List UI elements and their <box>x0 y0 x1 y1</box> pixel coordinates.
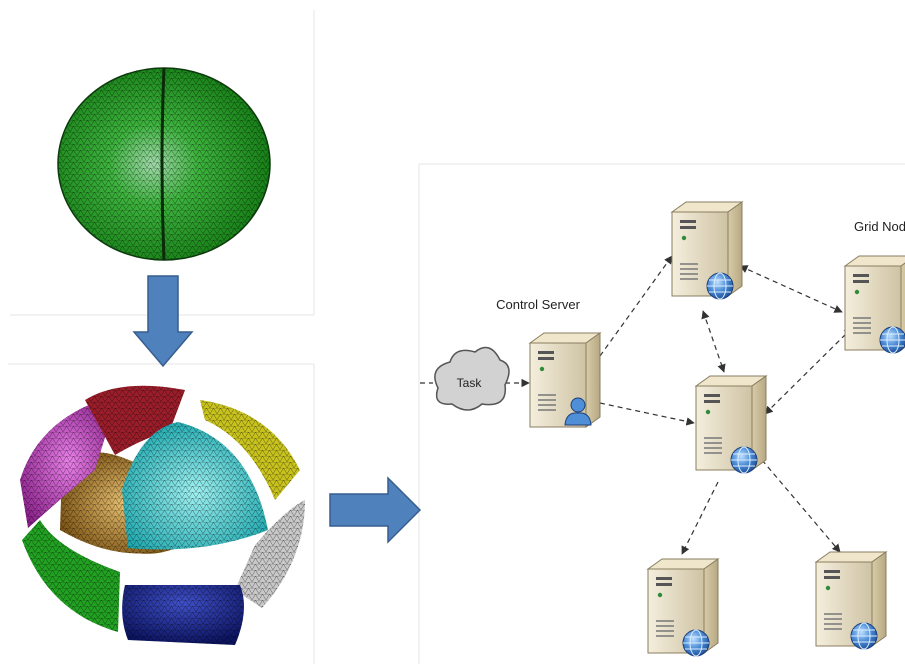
grid-node-bottom-right <box>815 551 887 650</box>
task-cloud-icon <box>434 346 510 411</box>
control-server-label: Control Server <box>496 297 580 312</box>
grid-node-label: Grid Node <box>854 219 905 234</box>
grid-node-center <box>695 375 767 474</box>
globe-icon <box>706 272 734 300</box>
control-server-node <box>529 332 601 428</box>
globe-icon <box>850 622 878 650</box>
network-links <box>420 255 853 555</box>
globe-icon <box>730 446 758 474</box>
grid-node-top <box>671 201 743 300</box>
grid-node-right <box>844 255 905 354</box>
meshed-sphere-icon <box>57 67 271 261</box>
globe-icon <box>879 326 905 354</box>
partitioned-sphere-icon <box>20 385 305 645</box>
globe-icon <box>682 629 710 657</box>
down-arrow-icon <box>132 275 194 368</box>
user-icon <box>564 397 592 426</box>
task-label: Task <box>457 376 483 390</box>
grid-node-bottom-left <box>647 558 719 657</box>
right-arrow-icon <box>329 476 422 544</box>
